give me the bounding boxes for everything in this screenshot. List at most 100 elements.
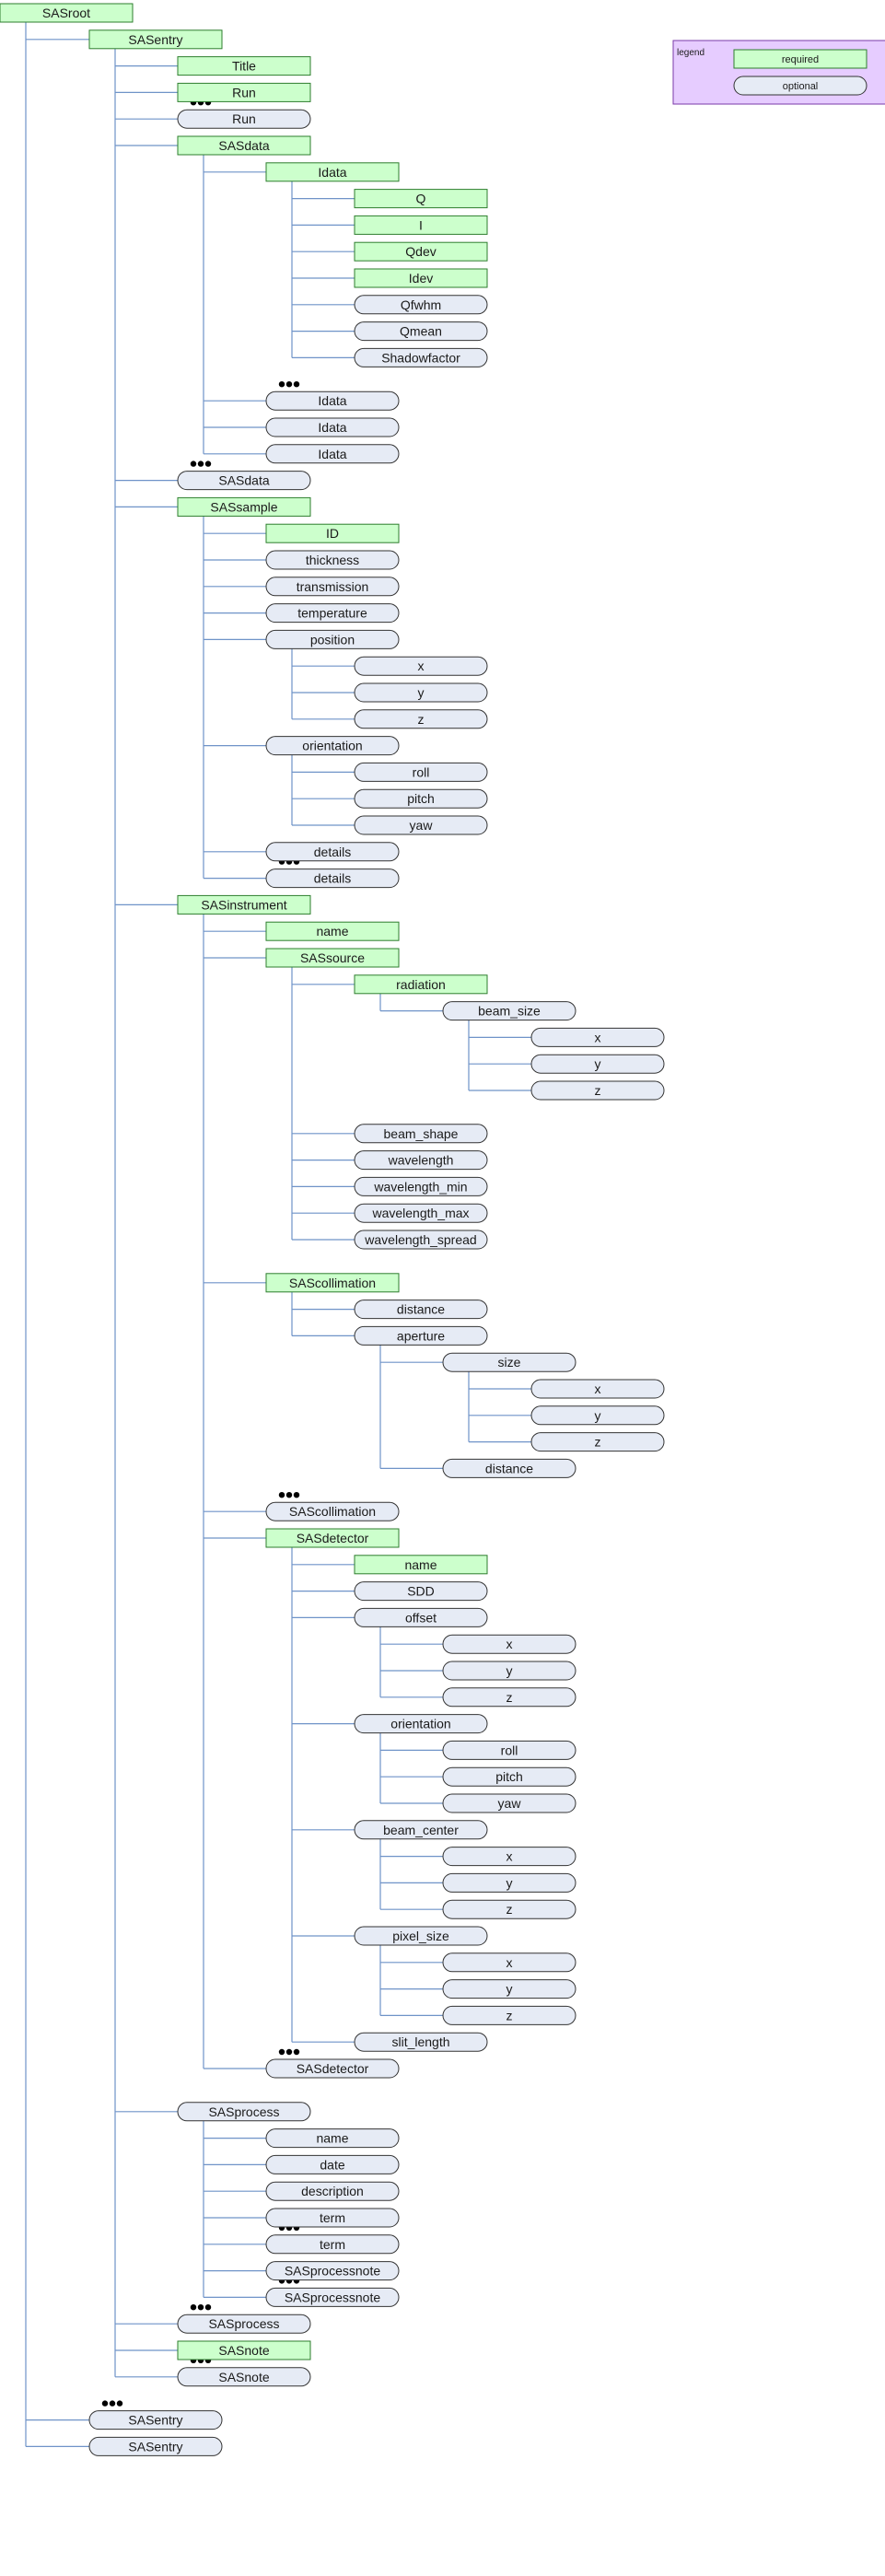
optional-box — [530, 1054, 665, 1074]
node-label: date — [320, 2157, 344, 2172]
optional-box — [354, 1820, 488, 1840]
legend: legend required optional — [672, 40, 885, 105]
optional-box — [354, 2032, 488, 2052]
legend-title: legend — [677, 48, 705, 58]
node-qmean: Qmean — [354, 321, 488, 342]
node-wavelength-spread: wavelength_spread — [354, 1230, 488, 1250]
node-label: offset — [405, 1610, 437, 1625]
optional-box — [265, 2208, 400, 2228]
node-description: description — [265, 2181, 400, 2201]
node-label: term — [320, 2210, 345, 2225]
optional-box — [442, 1899, 576, 1919]
node-label: SASentry — [128, 2413, 182, 2428]
node-label: SASprocessnote — [285, 2290, 380, 2304]
optional-box — [530, 1027, 665, 1047]
repeat-dot — [204, 2304, 212, 2311]
repeat-dot — [197, 2304, 204, 2311]
node-wavelength-min: wavelength_min — [354, 1176, 488, 1196]
node-distance: distance — [442, 1458, 576, 1478]
node-label: SASsample — [210, 499, 277, 514]
node-q: Q — [354, 189, 488, 209]
optional-box — [442, 1634, 576, 1654]
optional-box — [265, 417, 400, 437]
repeat-dot — [278, 381, 285, 388]
node-idata: Idata — [265, 444, 400, 464]
optional-box — [177, 2102, 311, 2122]
repeat-dot — [285, 381, 293, 388]
repeat-dot — [197, 460, 204, 467]
node-slit-length: slit_length — [354, 2032, 488, 2052]
optional-box — [442, 2005, 576, 2025]
repeat-dot — [278, 2048, 285, 2056]
repeat-dots — [278, 381, 300, 388]
node-sasentry: SASentry — [88, 2410, 223, 2430]
optional-box — [354, 1176, 488, 1196]
node-label: SASprocessnote — [285, 2264, 380, 2279]
node-label: SAScollimation — [289, 1276, 376, 1290]
repeat-dots — [278, 2048, 300, 2056]
node-label: y — [507, 1875, 513, 1890]
required-box — [354, 189, 488, 209]
required-box — [265, 948, 400, 968]
optional-box — [265, 2261, 400, 2281]
node-label: name — [316, 2131, 348, 2146]
legend-optional-swatch — [733, 76, 868, 96]
node-details: details — [265, 868, 400, 889]
optional-box — [265, 444, 400, 464]
optional-box — [354, 321, 488, 342]
node-x: x — [442, 1634, 576, 1654]
optional-box — [354, 347, 488, 367]
node-label: term — [320, 2237, 345, 2252]
optional-box — [442, 1001, 576, 1021]
node-label: beam_center — [383, 1823, 459, 1837]
required-box — [265, 921, 400, 941]
node-label: temperature — [297, 606, 367, 621]
required-box — [265, 523, 400, 543]
optional-box — [442, 1661, 576, 1681]
node-label: z — [595, 1435, 601, 1450]
node-label: radiation — [396, 977, 446, 992]
node-label: SASinstrument — [201, 897, 286, 912]
node-label: wavelength_spread — [364, 1232, 476, 1247]
node-pitch: pitch — [442, 1766, 576, 1787]
node-size: size — [442, 1352, 576, 1372]
node-label: SASroot — [42, 6, 90, 20]
node-x: x — [442, 1952, 576, 1973]
optional-box — [530, 1080, 665, 1101]
optional-box — [265, 550, 400, 570]
optional-box — [354, 1581, 488, 1602]
node-label: roll — [413, 764, 430, 779]
optional-box — [265, 868, 400, 889]
node-sasnote: SASnote — [177, 2340, 311, 2360]
node-label: name — [316, 924, 348, 938]
repeat-dot — [109, 2400, 116, 2407]
tree-nodes: SASrootSASentryTitleRunRunSASdataIdataQI… — [0, 3, 665, 2456]
repeat-dot — [101, 2400, 109, 2407]
node-label: wavelength_min — [373, 1179, 467, 1194]
node-qfwhm: Qfwhm — [354, 295, 488, 315]
node-roll: roll — [442, 1740, 576, 1760]
optional-box — [530, 1432, 665, 1452]
node-sasprocessnote: SASprocessnote — [265, 2261, 400, 2281]
repeat-dot — [190, 460, 197, 467]
node-label: distance — [397, 1302, 445, 1317]
node-label: x — [507, 1637, 513, 1651]
node-label: SASentry — [128, 32, 182, 47]
optional-box — [354, 295, 488, 315]
node-sascollimation: SAScollimation — [265, 1273, 400, 1293]
node-temperature: temperature — [265, 603, 400, 624]
node-id: ID — [265, 523, 400, 543]
node-label: x — [418, 659, 425, 673]
node-orientation: orientation — [354, 1714, 488, 1734]
node-label: beam_size — [478, 1004, 541, 1019]
node-label: y — [595, 1056, 601, 1071]
optional-box — [265, 390, 400, 411]
node-label: orientation — [302, 739, 362, 753]
required-box — [177, 135, 311, 156]
node-label: orientation — [390, 1717, 450, 1731]
node-label: position — [310, 632, 355, 647]
optional-box — [265, 2058, 400, 2079]
node-label: ID — [326, 526, 339, 541]
required-box — [177, 2340, 311, 2360]
node-label: SASprocess — [208, 2316, 279, 2331]
